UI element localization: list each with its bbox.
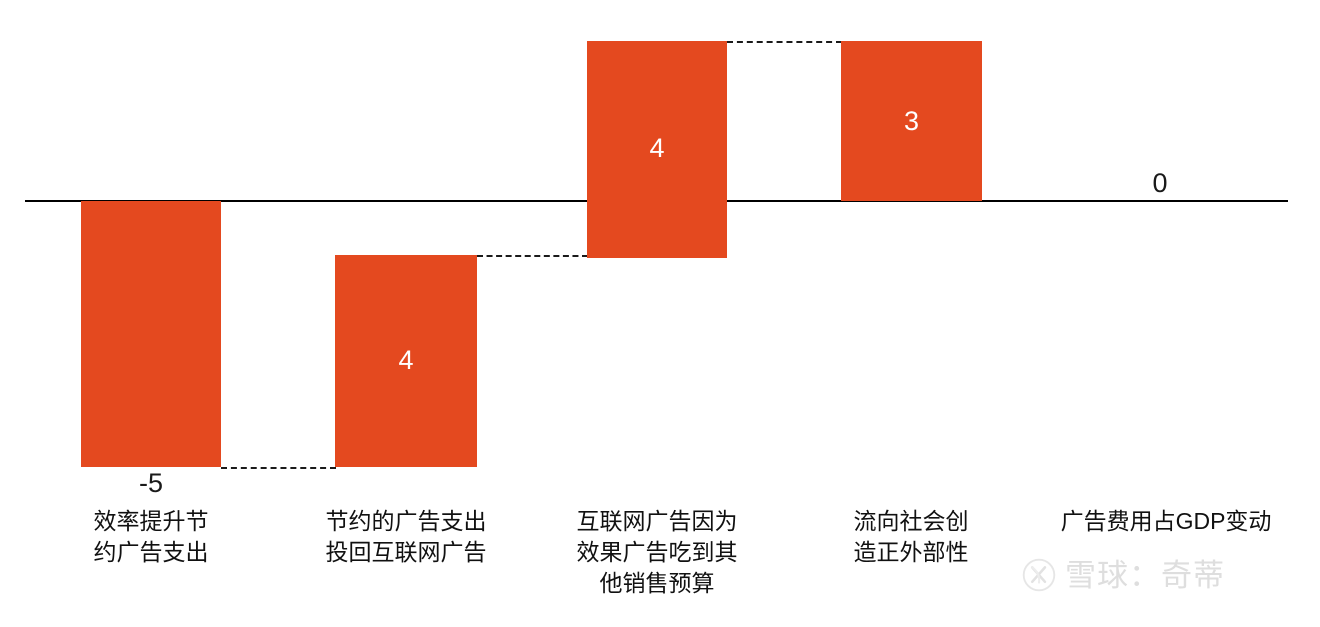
bar-segment-3[interactable] [587, 41, 727, 258]
axis-zero-value-label: 0 [1152, 168, 1168, 198]
category-label-1: 效率提升节 约广告支出 [93, 508, 209, 565]
bar-value-label-2: 4 [398, 345, 414, 375]
waterfall-connector-2 [477, 255, 588, 257]
bar-segment-1[interactable] [81, 201, 221, 467]
bar-value-label-3: 4 [649, 133, 665, 163]
waterfall-connector-1 [221, 467, 336, 469]
bar-value-label-1: -5 [138, 468, 163, 498]
bar-segment-4[interactable] [841, 41, 982, 201]
category-label-4: 流向社会创 造正外部性 [853, 508, 969, 565]
watermark: 雪球：奇蒂 [1022, 558, 1225, 592]
category-label-3: 互联网广告因为 效果广告吃到其 他销售预算 [576, 508, 738, 596]
xueqiu-logo-icon [1022, 558, 1056, 592]
category-label-5: 广告费用占GDP变动 [1060, 508, 1272, 534]
waterfall-connector-3 [727, 41, 842, 43]
category-label-2: 节约的广告支出 投回互联网广告 [325, 508, 487, 565]
bar-value-label-4: 3 [903, 106, 920, 136]
bar-segment-2[interactable] [335, 255, 477, 467]
watermark-text: 雪球：奇蒂 [1065, 557, 1225, 593]
